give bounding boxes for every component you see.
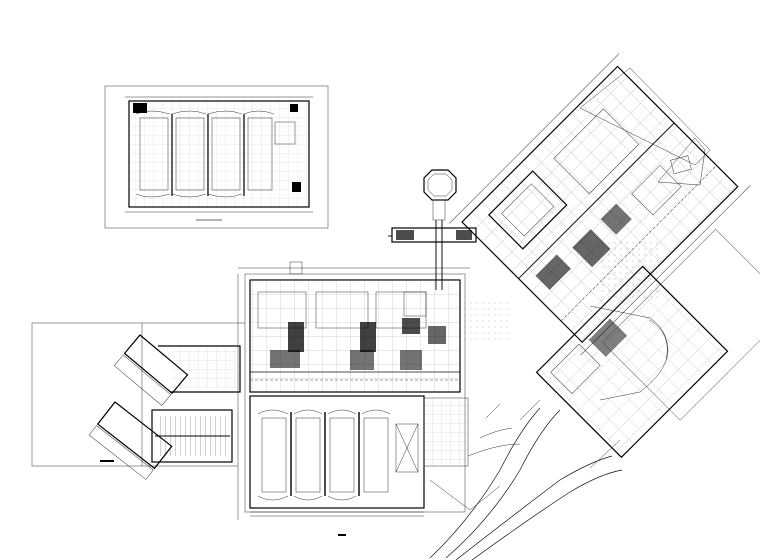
site-roads: [429, 403, 623, 560]
hatch-texture: [460, 300, 510, 340]
octagonal-pavilion: [388, 169, 477, 290]
left-wing-parking-plan: [31, 322, 245, 480]
rotated-wing-plan: [449, 53, 760, 469]
main-complex-plan: [237, 261, 470, 536]
hatch-texture: [600, 240, 660, 300]
lower-parking-block: [249, 395, 425, 509]
left-wing-frame: [31, 322, 143, 467]
inset-parking-rows: [135, 110, 275, 198]
inset-frame: [104, 85, 329, 229]
inset-parking-plan: [104, 85, 329, 229]
lower-parking-rows: [257, 409, 391, 501]
